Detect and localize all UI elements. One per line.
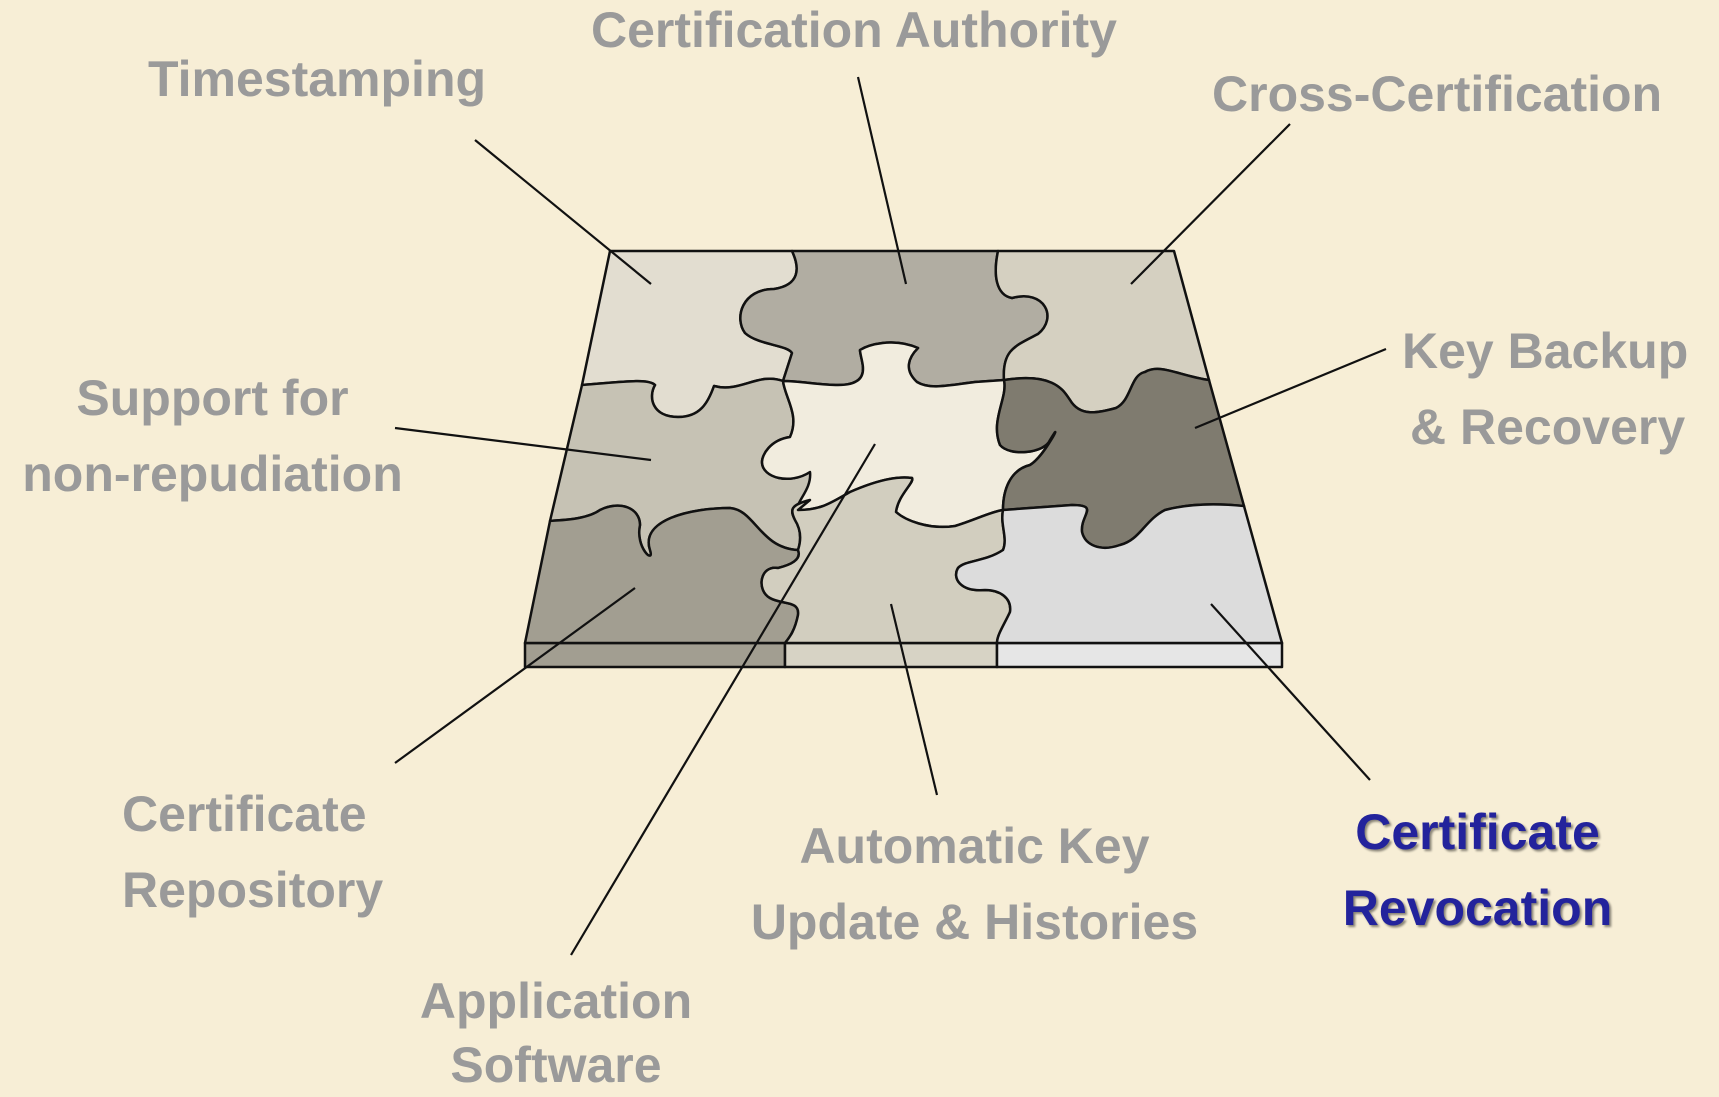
label-certification-authority: Certification Authority xyxy=(591,0,1117,68)
label-key-backup-recovery: Key Backup & Recovery xyxy=(1402,313,1688,465)
label-line: Certificate xyxy=(122,786,367,842)
label-line: Revocation xyxy=(1342,880,1613,936)
label-timestamping: Timestamping xyxy=(148,41,486,117)
label-application-software: Application Software xyxy=(406,969,706,1097)
label-line: Repository xyxy=(122,862,384,918)
board-edge-middle xyxy=(783,641,999,669)
puzzle-piece-certificate-repository xyxy=(523,504,801,645)
leader-line-certificate-revocation xyxy=(1210,603,1371,781)
leader-line-certificate-repository xyxy=(394,587,636,764)
leader-line-certification-authority xyxy=(856,76,908,285)
label-line: Support for xyxy=(76,370,349,426)
label-support-for-non-repudiation: Support for non-repudiation xyxy=(10,360,415,512)
label-line: Key Backup xyxy=(1402,323,1689,379)
label-cross-certification: Cross-Certification xyxy=(1212,56,1662,132)
label-certificate-revocation: Certificate Revocation xyxy=(1330,794,1625,946)
leader-line-non-repudiation xyxy=(394,426,652,462)
label-line: non-repudiation xyxy=(22,446,403,502)
label-line: Timestamping xyxy=(148,51,487,107)
board-edge-right xyxy=(995,641,1284,669)
label-line: Update & Histories xyxy=(750,894,1199,950)
puzzle-piece-certificate-revocation xyxy=(954,503,1284,645)
board-edge-left xyxy=(523,641,787,669)
label-line: Certificate xyxy=(1355,804,1600,860)
leader-line-application-software xyxy=(570,443,876,956)
label-line: Cross-Certification xyxy=(1212,66,1663,122)
label-certificate-repository: Certificate Repository xyxy=(122,776,383,928)
leader-line-cross-certification xyxy=(1130,123,1291,285)
leader-line-automatic-key-update xyxy=(889,603,939,796)
label-line: Automatic Key xyxy=(799,818,1150,874)
label-line: Application xyxy=(419,973,693,1029)
leader-line-timestamping xyxy=(474,139,652,285)
label-line: Certification Authority xyxy=(591,2,1117,58)
label-line: & Recovery xyxy=(1410,399,1686,455)
label-line: Software xyxy=(450,1037,662,1093)
label-automatic-key-update-histories: Automatic Key Update & Histories xyxy=(737,808,1212,960)
leader-line-key-backup xyxy=(1194,347,1387,430)
